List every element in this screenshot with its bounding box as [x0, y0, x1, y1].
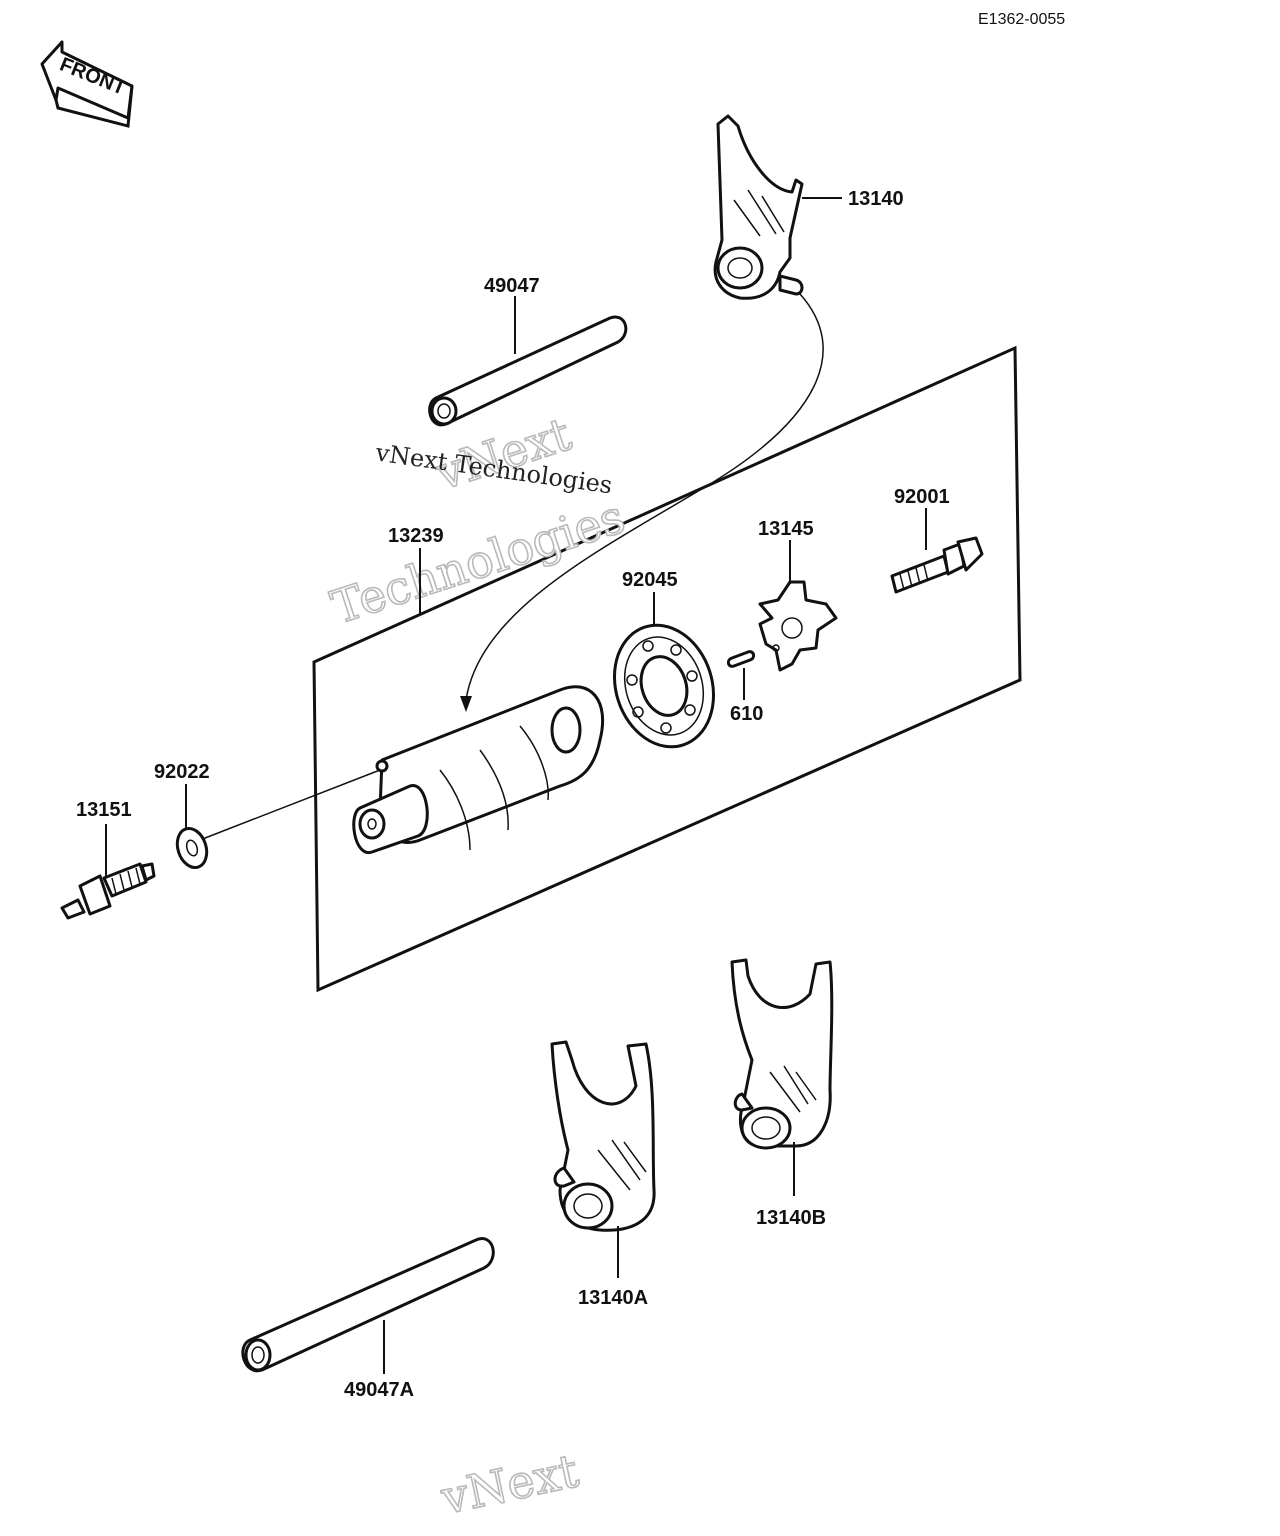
- label-pin: 610: [730, 703, 763, 725]
- label-shaft-top: 49047: [484, 275, 540, 297]
- shift-drum: [352, 685, 605, 854]
- neutral-switch: [60, 862, 156, 920]
- watermark-company: Technologies: [325, 489, 631, 634]
- label-fork-a: 13140A: [578, 1287, 648, 1309]
- shift-fork-b: [730, 958, 834, 1150]
- washer: [175, 826, 209, 870]
- shift-drum-star: [758, 580, 838, 672]
- bolt: [890, 536, 984, 594]
- dowel-pin: [726, 650, 756, 668]
- shift-rod-bottom: [241, 1237, 495, 1373]
- assembly-frame: [312, 345, 1022, 993]
- bearing: [612, 623, 716, 749]
- shift-rod-top: [428, 315, 628, 427]
- shift-fork-a: [550, 1040, 656, 1232]
- label-washer: 92022: [154, 761, 210, 783]
- shift-fork-top: [713, 114, 804, 300]
- label-star: 13145: [758, 518, 814, 540]
- label-shaft-bottom: 49047A: [344, 1379, 414, 1401]
- label-drum: 13239: [388, 525, 444, 547]
- label-fork-top: 13140: [848, 188, 904, 210]
- watermark-bottom: vNext: [436, 1443, 584, 1525]
- label-fork-b: 13140B: [756, 1207, 826, 1229]
- label-switch: 13151: [76, 799, 132, 821]
- label-bolt: 92001: [894, 486, 950, 508]
- diagram-code: E1362-0055: [978, 11, 1065, 28]
- front-arrow-icon: FRONT: [40, 40, 134, 128]
- label-bearing: 92045: [622, 569, 678, 591]
